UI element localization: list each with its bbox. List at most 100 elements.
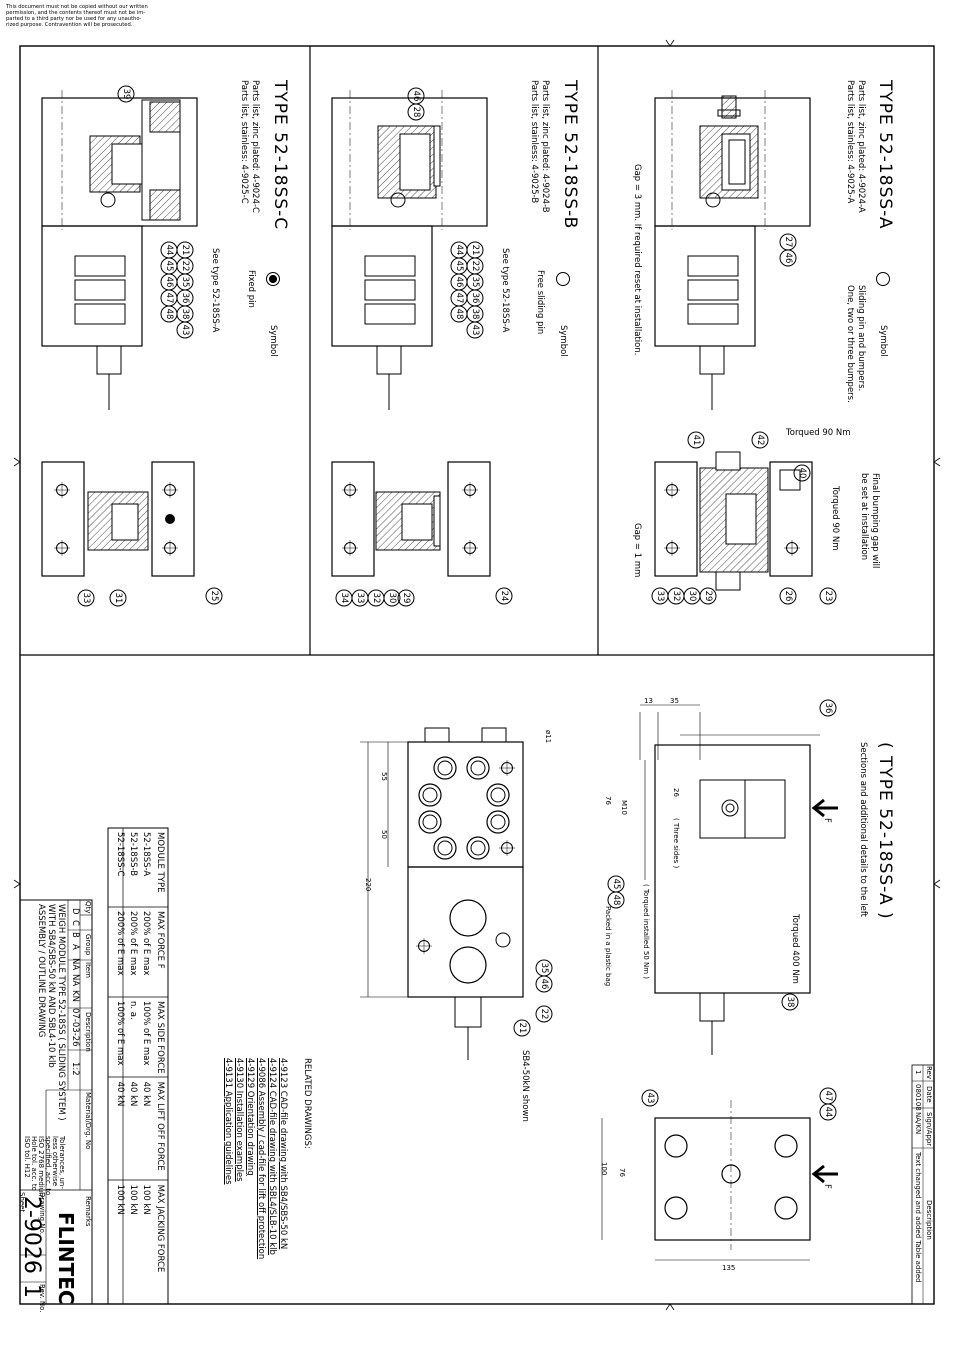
free-sliding-pin-symbol-icon <box>556 272 570 286</box>
item-balloon-label: 22 <box>539 1009 549 1020</box>
notice-line: rized purpose. Contravention will be pro… <box>6 22 133 28</box>
description-label: Description <box>84 1012 92 1052</box>
type-c-section <box>41 90 198 410</box>
item-balloon <box>781 993 799 1011</box>
type-c-symbol-desc: Fixed pin <box>246 270 256 308</box>
item-balloon-label: 32 <box>671 591 681 602</box>
revision-grid <box>911 1064 935 1305</box>
force-label-detail: F <box>822 818 832 823</box>
item-balloon-label: 45 <box>164 261 174 272</box>
item-balloon-label: 46 <box>164 277 174 288</box>
type-b-symbol-desc: Free sliding pin <box>535 270 545 335</box>
related-item: 4-9129 Orientation drawing <box>245 1058 255 1176</box>
item-balloon-label: 44 <box>164 245 174 256</box>
module-table-grid <box>107 827 169 1305</box>
type-c-title: TYPE 52-18SS-C <box>270 80 290 231</box>
item-balloon-label: 30 <box>687 591 697 602</box>
group-label: Group <box>84 934 92 956</box>
item-balloon <box>793 464 811 482</box>
item-balloon <box>109 589 127 607</box>
item-balloon-label: 21 <box>470 245 480 256</box>
item-balloon-label: 36 <box>823 703 833 714</box>
related-item: 4-9131 Application guidelines <box>223 1058 233 1185</box>
type-b-symbol-label: Symbol <box>558 325 568 357</box>
item-balloon <box>117 85 135 103</box>
related-item: 4-9123 CAD-file drawing with SB4/SBS-50 … <box>278 1058 288 1250</box>
type-a-bump-gap-2: be set at installation <box>859 473 869 561</box>
item-balloon-label: 40 <box>797 468 807 479</box>
revision-number: 1 <box>19 1284 44 1298</box>
item-balloon <box>751 431 769 449</box>
type-a-bump-gap-1: Final bumping gap will <box>870 473 880 569</box>
qty-label: Qty <box>84 901 92 914</box>
item-balloon-label: 43 <box>645 1093 655 1104</box>
item-balloon-label: 22 <box>470 261 480 272</box>
item-balloon-label: 44 <box>823 1107 833 1118</box>
type-a-symbol-label: Symbol <box>878 325 888 357</box>
module-table-cell: 52-18SS-C <box>115 832 126 877</box>
item-balloon <box>535 975 553 993</box>
type-c-symbol-label: Symbol <box>268 325 278 357</box>
revision-date: 080108 <box>914 1084 922 1111</box>
item-balloon-label: 30 <box>387 593 397 604</box>
module-table-cell: 100% of E max <box>115 1001 126 1066</box>
type-b-parts-zinc: Parts list, zinc plated: 4-9024-B <box>540 80 550 213</box>
title-description-1: WEIGH MODULE TYPE 52-18SS ( SLIDING SYST… <box>56 904 66 1121</box>
type-b-see-type: See type 52-18SS-A <box>500 248 510 333</box>
module-table-cell: 52-18SS-B <box>128 832 139 877</box>
module-table-row: 52-18SS-A 200% of E max 100% of E max 40… <box>140 828 153 1305</box>
packed-note: Packed in a plastic bag <box>604 906 612 987</box>
title-description-3: ASSEMBLY / OUTLINE DRAWING <box>36 904 46 1038</box>
revision-rev: 1 <box>914 1070 922 1075</box>
title-col-d: D <box>70 908 80 915</box>
type-a-section <box>654 90 811 410</box>
module-table-cell: 200% of E max <box>115 911 126 976</box>
title-col-a: A <box>70 944 80 950</box>
item-balloon <box>450 305 468 323</box>
item-balloon <box>819 699 837 717</box>
detail-title: ( TYPE 52-18SS-A ) <box>875 742 895 920</box>
item-balloon-label: 47 <box>164 293 174 304</box>
item-balloon <box>513 1019 531 1037</box>
revision-description: Text changed and added Table added <box>914 1152 922 1283</box>
module-table-header: MAX JACKING FORCE <box>155 1184 166 1273</box>
notice-line: parted to a third party nor be used for … <box>6 16 142 22</box>
item-balloon <box>779 587 797 605</box>
detail-view <box>639 704 838 1055</box>
item-balloon-label: 48 <box>164 309 174 320</box>
type-a-symbol-desc-1: Sliding pin and bumpers. <box>856 285 866 392</box>
item-balloon-label: 28 <box>411 107 421 118</box>
item-balloon-label: 38 <box>470 309 480 320</box>
item-balloon-label: 36 <box>470 293 480 304</box>
module-table-header: MAX FORCE F <box>155 911 166 969</box>
module-table-header: MAX LIFT OFF FORCE <box>155 1081 166 1171</box>
item-balloon-label: 36 <box>180 293 190 304</box>
type-a-lower-section <box>654 451 813 591</box>
item-balloon-label: 35 <box>180 277 190 288</box>
module-table-cell: 200% of E max <box>141 911 152 976</box>
title-description-2: WITH SB4/SBS-50 kN AND SBL4-10 klb <box>46 904 56 1068</box>
item-balloon-label: 35 <box>539 963 549 974</box>
company-logo: FLINTEC <box>54 1212 78 1305</box>
item-balloon-label: 38 <box>785 997 795 1008</box>
related-item: 4-9130 Installation examples <box>234 1058 244 1182</box>
item-balloon-label: 26 <box>783 591 793 602</box>
module-table: MODULE TYPE MAX FORCE F MAX SIDE FORCE M… <box>114 828 168 1305</box>
dim-76-detail: 76 <box>604 796 612 805</box>
revision-header-sign: Sign/Appr <box>925 1112 933 1147</box>
torqued-50-note: ( Torqued installed 50 Nm ) <box>642 884 650 980</box>
revision-sign: NA/KN <box>914 1112 922 1135</box>
related-item: 4-9086 Assembly / cad-file for lift off … <box>256 1058 266 1260</box>
material-label: Material/Drg. No <box>84 1092 92 1150</box>
torqued-400-note: Torqued 400 Nm <box>790 914 800 984</box>
type-b-section <box>331 90 488 410</box>
item-balloon-label: 35 <box>470 277 480 288</box>
item-balloon <box>495 587 513 605</box>
item-balloon-label: 41 <box>691 435 701 446</box>
sb4-shown-note: SB4-50kN shown <box>520 1050 530 1122</box>
title-col-b: B <box>70 932 80 938</box>
item-balloon-label: 33 <box>355 593 365 604</box>
item-balloon-label: 29 <box>401 593 411 604</box>
revision-header-desc: Description <box>925 1200 933 1240</box>
